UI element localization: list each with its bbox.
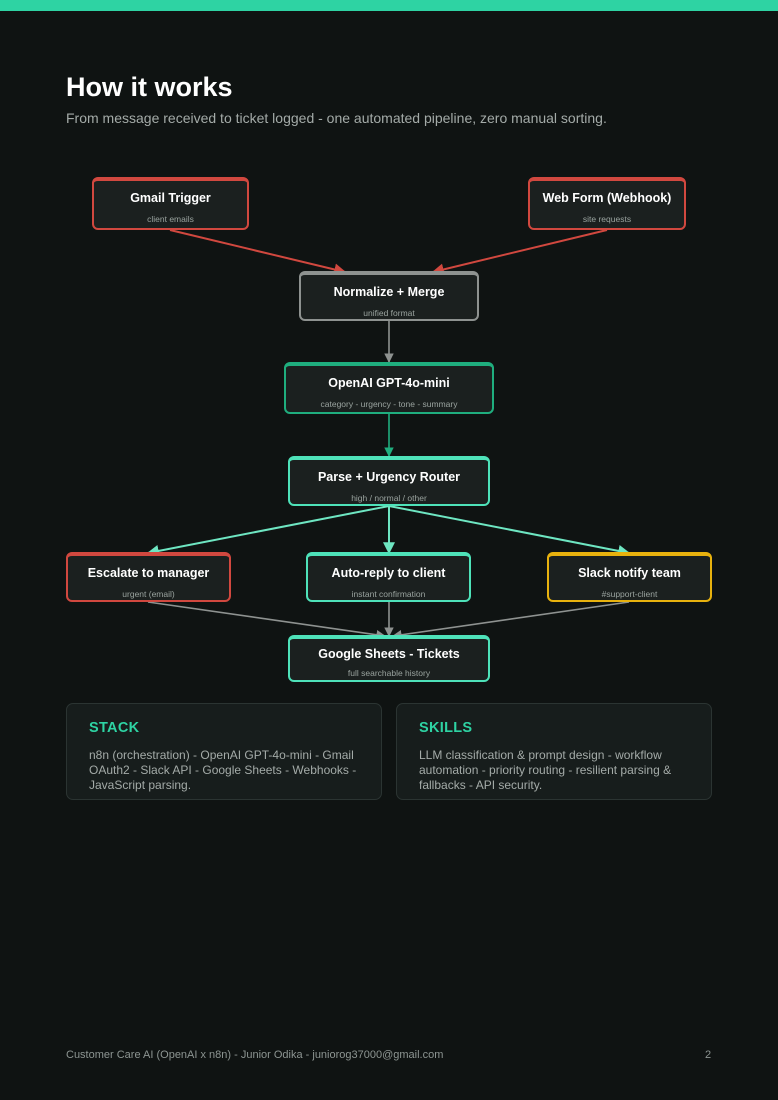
skills-card: SKILLS LLM classification & prompt desig… <box>396 703 712 800</box>
edge-escalate-to-sheets <box>147 601 386 640</box>
stack-card: STACK n8n (orchestration) - OpenAI GPT-4… <box>66 703 382 800</box>
node-title: Slack notify team <box>578 566 681 580</box>
node-subtitle: full searchable history <box>347 668 431 678</box>
node-title: Parse + Urgency Router <box>317 470 461 484</box>
flow-connectors <box>146 229 631 640</box>
node-subtitle: site requests <box>582 214 632 224</box>
node-title: Google Sheets - Tickets <box>318 647 460 661</box>
node-subtitle: high / normal / other <box>351 493 427 503</box>
node-auto-reply-client: Auto-reply to client instant confirmatio… <box>306 552 471 602</box>
page-subtitle: From message received to ticket logged -… <box>66 110 607 126</box>
node-escalate-manager: Escalate to manager urgent (email) <box>66 552 231 602</box>
footer-text: Customer Care AI (OpenAI x n8n) - Junior… <box>66 1049 444 1061</box>
node-subtitle: instant confirmation <box>351 589 426 599</box>
node-subtitle: category - urgency - tone - summary <box>320 399 458 409</box>
node-subtitle: client emails <box>147 214 194 224</box>
node-subtitle: unified format <box>363 308 415 318</box>
node-web-form-webhook: Web Form (Webhook) site requests <box>528 177 686 230</box>
page-number: 2 <box>705 1049 712 1061</box>
edge-router-to-escalate <box>146 505 390 557</box>
node-slack-notify: Slack notify team #support-client <box>547 552 712 602</box>
stack-card-body: n8n (orchestration) - OpenAI GPT-4o-mini… <box>89 748 357 792</box>
node-parse-urgency-router: Parse + Urgency Router high / normal / o… <box>288 456 490 506</box>
node-title: Normalize + Merge <box>333 285 445 299</box>
edge-gmail-to-normalize <box>169 229 347 276</box>
edge-webform-to-normalize <box>431 229 608 276</box>
edge-slack-to-sheets <box>392 601 630 640</box>
node-title: Escalate to manager <box>87 566 210 580</box>
node-title: OpenAI GPT-4o-mini <box>328 376 450 390</box>
node-subtitle: #support-client <box>601 589 658 599</box>
edge-router-to-slack <box>388 505 631 557</box>
node-title: Auto-reply to client <box>331 566 446 580</box>
node-subtitle: urgent (email) <box>122 589 175 599</box>
node-normalize-merge: Normalize + Merge unified format <box>299 271 479 321</box>
node-gmail-trigger: Gmail Trigger client emails <box>92 177 249 230</box>
node-google-sheets-tickets: Google Sheets - Tickets full searchable … <box>288 635 490 682</box>
skills-card-title: SKILLS <box>419 720 473 736</box>
top-accent-bar <box>0 0 778 11</box>
node-title: Gmail Trigger <box>130 191 211 205</box>
skills-card-body: LLM classification & prompt design - wor… <box>419 748 672 792</box>
page-title: How it works <box>66 72 233 102</box>
stack-card-title: STACK <box>89 720 140 736</box>
node-title: Web Form (Webhook) <box>542 191 672 205</box>
node-openai-gpt: OpenAI GPT-4o-mini category - urgency - … <box>284 362 494 414</box>
